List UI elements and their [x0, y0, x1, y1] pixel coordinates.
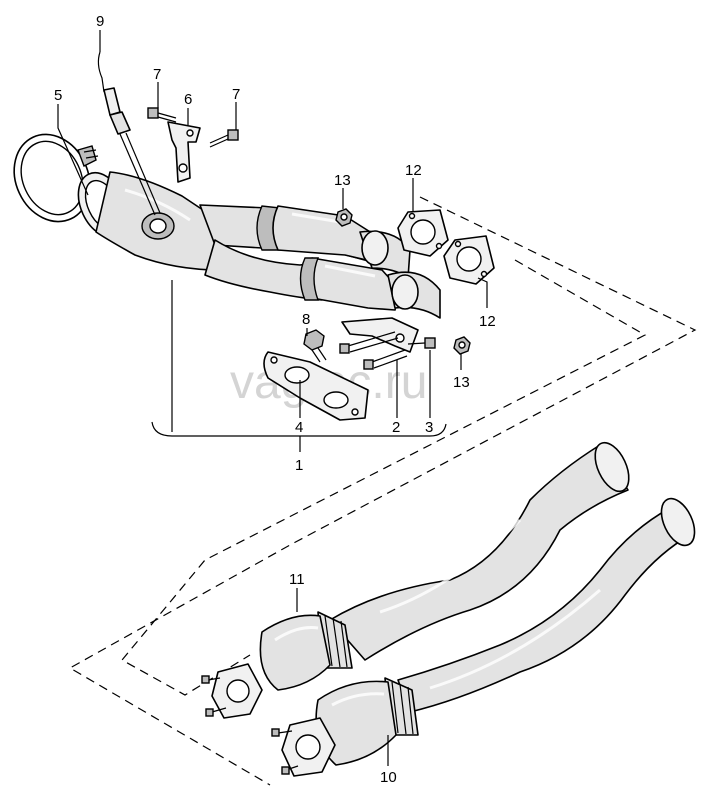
front-pipe-part [77, 171, 441, 319]
callout-13: 13 [453, 374, 470, 391]
nut-part [335, 208, 353, 227]
callout-7: 7 [153, 66, 161, 83]
support-bracket-part [339, 317, 419, 370]
bracket-part [167, 121, 201, 183]
callout-5: 5 [54, 87, 62, 104]
screw-part [147, 107, 177, 123]
lower-group-frame [121, 259, 647, 696]
nut-part [453, 336, 471, 355]
callout-7: 7 [232, 86, 240, 103]
callout-1: 1 [295, 457, 303, 474]
callout-11: 11 [289, 571, 305, 588]
callout-10: 10 [380, 769, 397, 786]
callout-12: 12 [405, 162, 422, 179]
catalytic-converter-part [201, 441, 630, 719]
callout-6: 6 [184, 91, 192, 108]
callout-8: 8 [302, 311, 310, 328]
callout-3: 3 [425, 419, 433, 436]
gasket-part [443, 235, 495, 285]
upper-group-frame [68, 196, 697, 786]
screw-part [209, 129, 239, 148]
lambda-probe-part [97, 51, 161, 216]
leader-lines [57, 30, 488, 766]
catalytic-converter-part [271, 497, 696, 777]
clamp-ring-part [13, 133, 99, 223]
gasket-part [397, 209, 449, 257]
callout-12: 12 [479, 313, 496, 330]
callout-13: 13 [334, 172, 351, 189]
callout-9: 9 [96, 13, 104, 30]
screw-part [407, 337, 436, 349]
manifold-gasket-part [263, 351, 369, 421]
callout-4: 4 [295, 419, 303, 436]
bolt-part [303, 329, 327, 363]
callout-2: 2 [392, 419, 400, 436]
